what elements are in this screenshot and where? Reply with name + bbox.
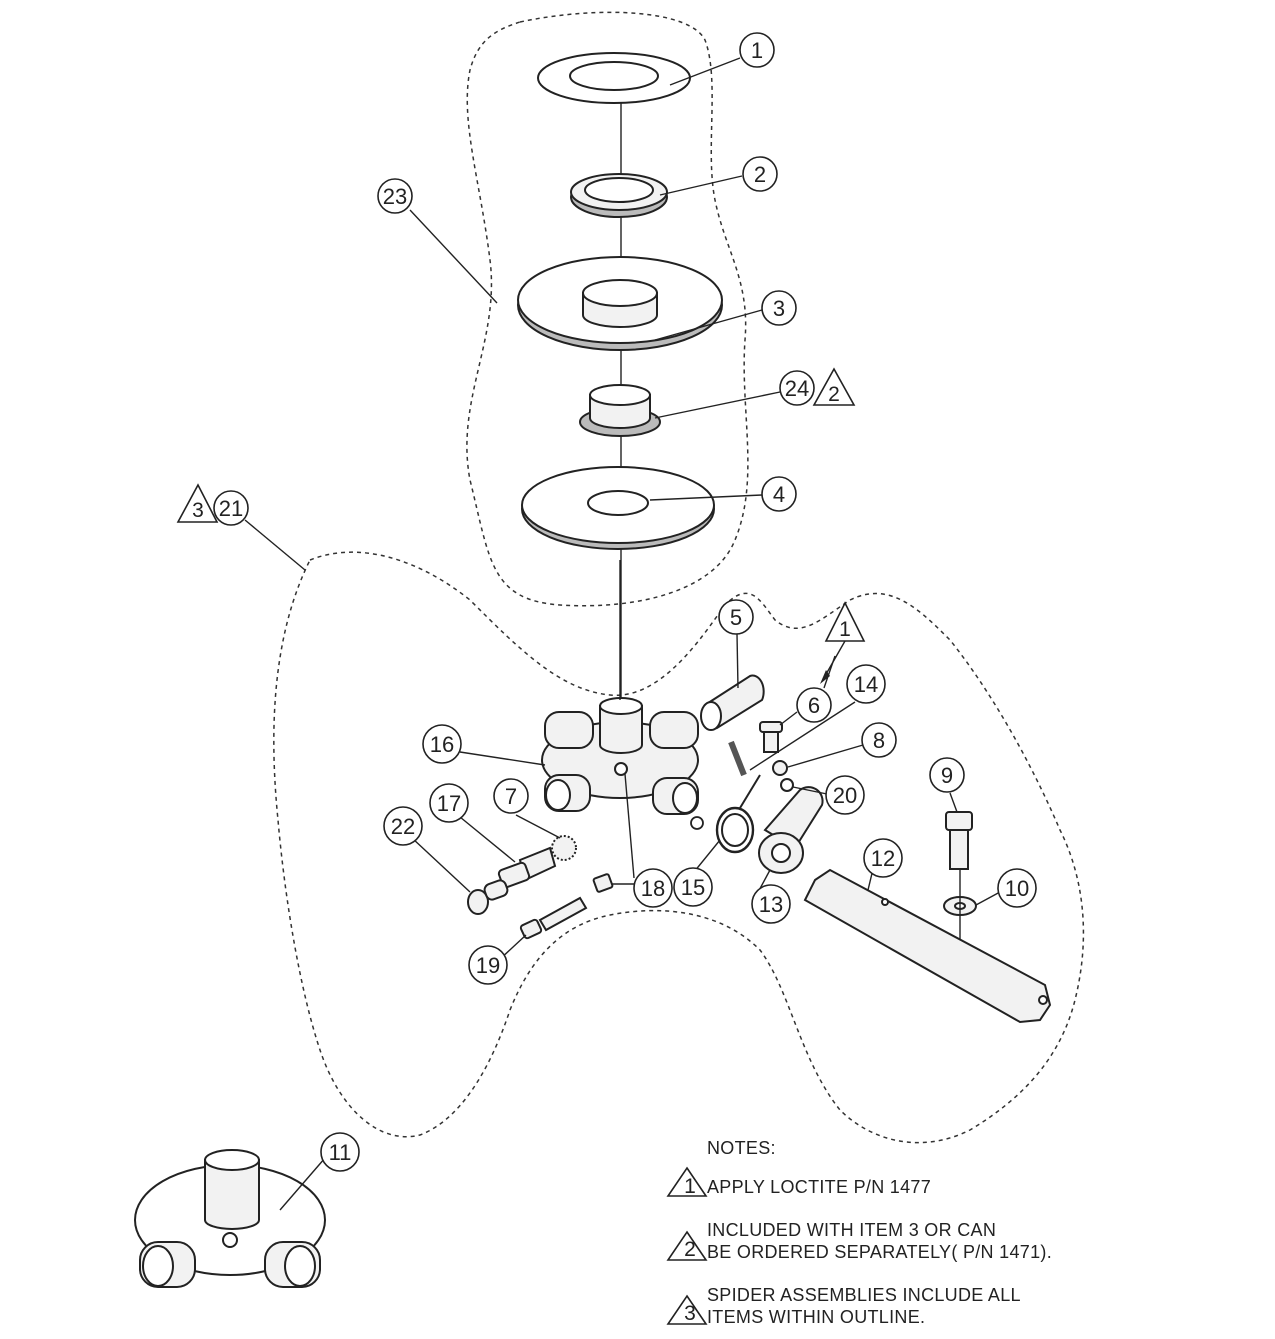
callout-18: 18 [633, 868, 673, 908]
part-19-set-screw [519, 896, 588, 940]
svg-text:9: 9 [941, 763, 953, 788]
svg-text:22: 22 [391, 814, 415, 839]
svg-text:17: 17 [437, 791, 461, 816]
callout-3: 3 [761, 290, 797, 326]
callout-20: 20 [825, 775, 865, 815]
svg-text:12: 12 [871, 846, 895, 871]
svg-text:7: 7 [505, 784, 517, 809]
callout-19: 19 [468, 945, 508, 985]
flag-triangle-note-1: 1 [820, 601, 866, 684]
note-3-text-line1: SPIDER ASSEMBLIES INCLUDE ALL [707, 1285, 1021, 1305]
note-1-triangle [666, 1166, 708, 1197]
part-20-washer [780, 778, 794, 792]
leader-lines [244, 57, 1001, 1211]
callout-22: 22 [383, 806, 423, 846]
part-3-disc-with-sleeve [517, 256, 723, 351]
callout-7: 7 [493, 778, 529, 814]
svg-text:23: 23 [383, 184, 407, 209]
part-15-spring [690, 774, 761, 854]
notes-heading: NOTES: [707, 1138, 776, 1158]
note-2-triangle [666, 1230, 708, 1261]
note-1-text: APPLY LOCTITE P/N 1477 [707, 1177, 931, 1197]
part-4-flat-disc [521, 466, 715, 550]
note-2-text-line1: INCLUDED WITH ITEM 3 OR CAN [707, 1220, 996, 1240]
svg-text:2: 2 [684, 1238, 696, 1261]
svg-text:18: 18 [641, 876, 665, 901]
svg-text:10: 10 [1005, 876, 1029, 901]
part-1-ring-washer [537, 52, 691, 104]
callout-9: 9 [929, 757, 965, 793]
part-5-tube [700, 674, 765, 731]
part-12-shaft [803, 868, 1052, 1024]
svg-text:21: 21 [219, 496, 243, 521]
svg-text:1: 1 [684, 1175, 696, 1198]
svg-text:5: 5 [730, 605, 742, 630]
svg-text:8: 8 [873, 728, 885, 753]
part-2-bearing [570, 173, 668, 218]
callout-21: 21 [213, 490, 249, 526]
part-18-nut [592, 873, 614, 893]
svg-text:16: 16 [430, 732, 454, 757]
svg-text:1: 1 [839, 618, 851, 641]
note-2-text-line2: BE ORDERED SEPARATELY( P/N 1471). [707, 1242, 1052, 1262]
callout-24: 24 [779, 370, 815, 406]
svg-text:11: 11 [329, 1140, 352, 1165]
part-11-spider-hub [134, 1149, 326, 1288]
note-3-text-line2: ITEMS WITHIN OUTLINE. [707, 1307, 925, 1327]
part-16-spider-hub [541, 697, 699, 815]
notes-block: NOTES: 1 APPLY LOCTITE P/N 1477 INCLUDED… [666, 1138, 1052, 1327]
svg-text:14: 14 [854, 672, 878, 697]
svg-text:2: 2 [828, 383, 840, 406]
callout-11: 11 [320, 1132, 360, 1172]
callout-1: 1 [739, 32, 775, 68]
part-22-cap [467, 879, 509, 915]
callout-16: 16 [422, 724, 462, 764]
svg-text:6: 6 [808, 693, 820, 718]
callout-10: 10 [997, 868, 1037, 908]
part-6-screw [759, 721, 783, 753]
svg-text:4: 4 [773, 482, 785, 507]
svg-text:3: 3 [773, 296, 785, 321]
svg-text:13: 13 [759, 892, 783, 917]
outline-item-23 [466, 11, 749, 607]
callout-12: 12 [863, 838, 903, 878]
callout-13: 13 [751, 884, 791, 924]
part-13-crank [758, 786, 824, 874]
part-7-star-washer [551, 835, 577, 861]
svg-text:15: 15 [681, 875, 705, 900]
part-9-bolt [945, 811, 973, 870]
svg-text:3: 3 [684, 1302, 696, 1325]
svg-text:2: 2 [754, 162, 766, 187]
callout-14: 14 [846, 664, 886, 704]
part-17-fitting [497, 846, 557, 889]
callout-17: 17 [429, 783, 469, 823]
callout-23: 23 [377, 178, 413, 214]
part-8-nut [772, 760, 788, 776]
part-14-pin [728, 740, 747, 777]
svg-text:1: 1 [751, 38, 763, 63]
svg-text:20: 20 [833, 783, 857, 808]
callout-8: 8 [861, 722, 897, 758]
flag-triangle-note-3: 3 [176, 483, 219, 523]
svg-text:19: 19 [476, 953, 500, 978]
callout-4: 4 [761, 476, 797, 512]
svg-text:3: 3 [192, 499, 204, 522]
outline-item-21 [273, 551, 1085, 1144]
callout-6: 6 [796, 687, 832, 723]
part-24-bushing [579, 384, 661, 437]
callout-15: 15 [673, 867, 713, 907]
callout-2: 2 [742, 156, 778, 192]
flag-triangle-note-2: 2 [812, 367, 856, 406]
svg-text:24: 24 [785, 376, 809, 401]
note-3-triangle [666, 1294, 708, 1325]
callout-5: 5 [718, 599, 754, 635]
